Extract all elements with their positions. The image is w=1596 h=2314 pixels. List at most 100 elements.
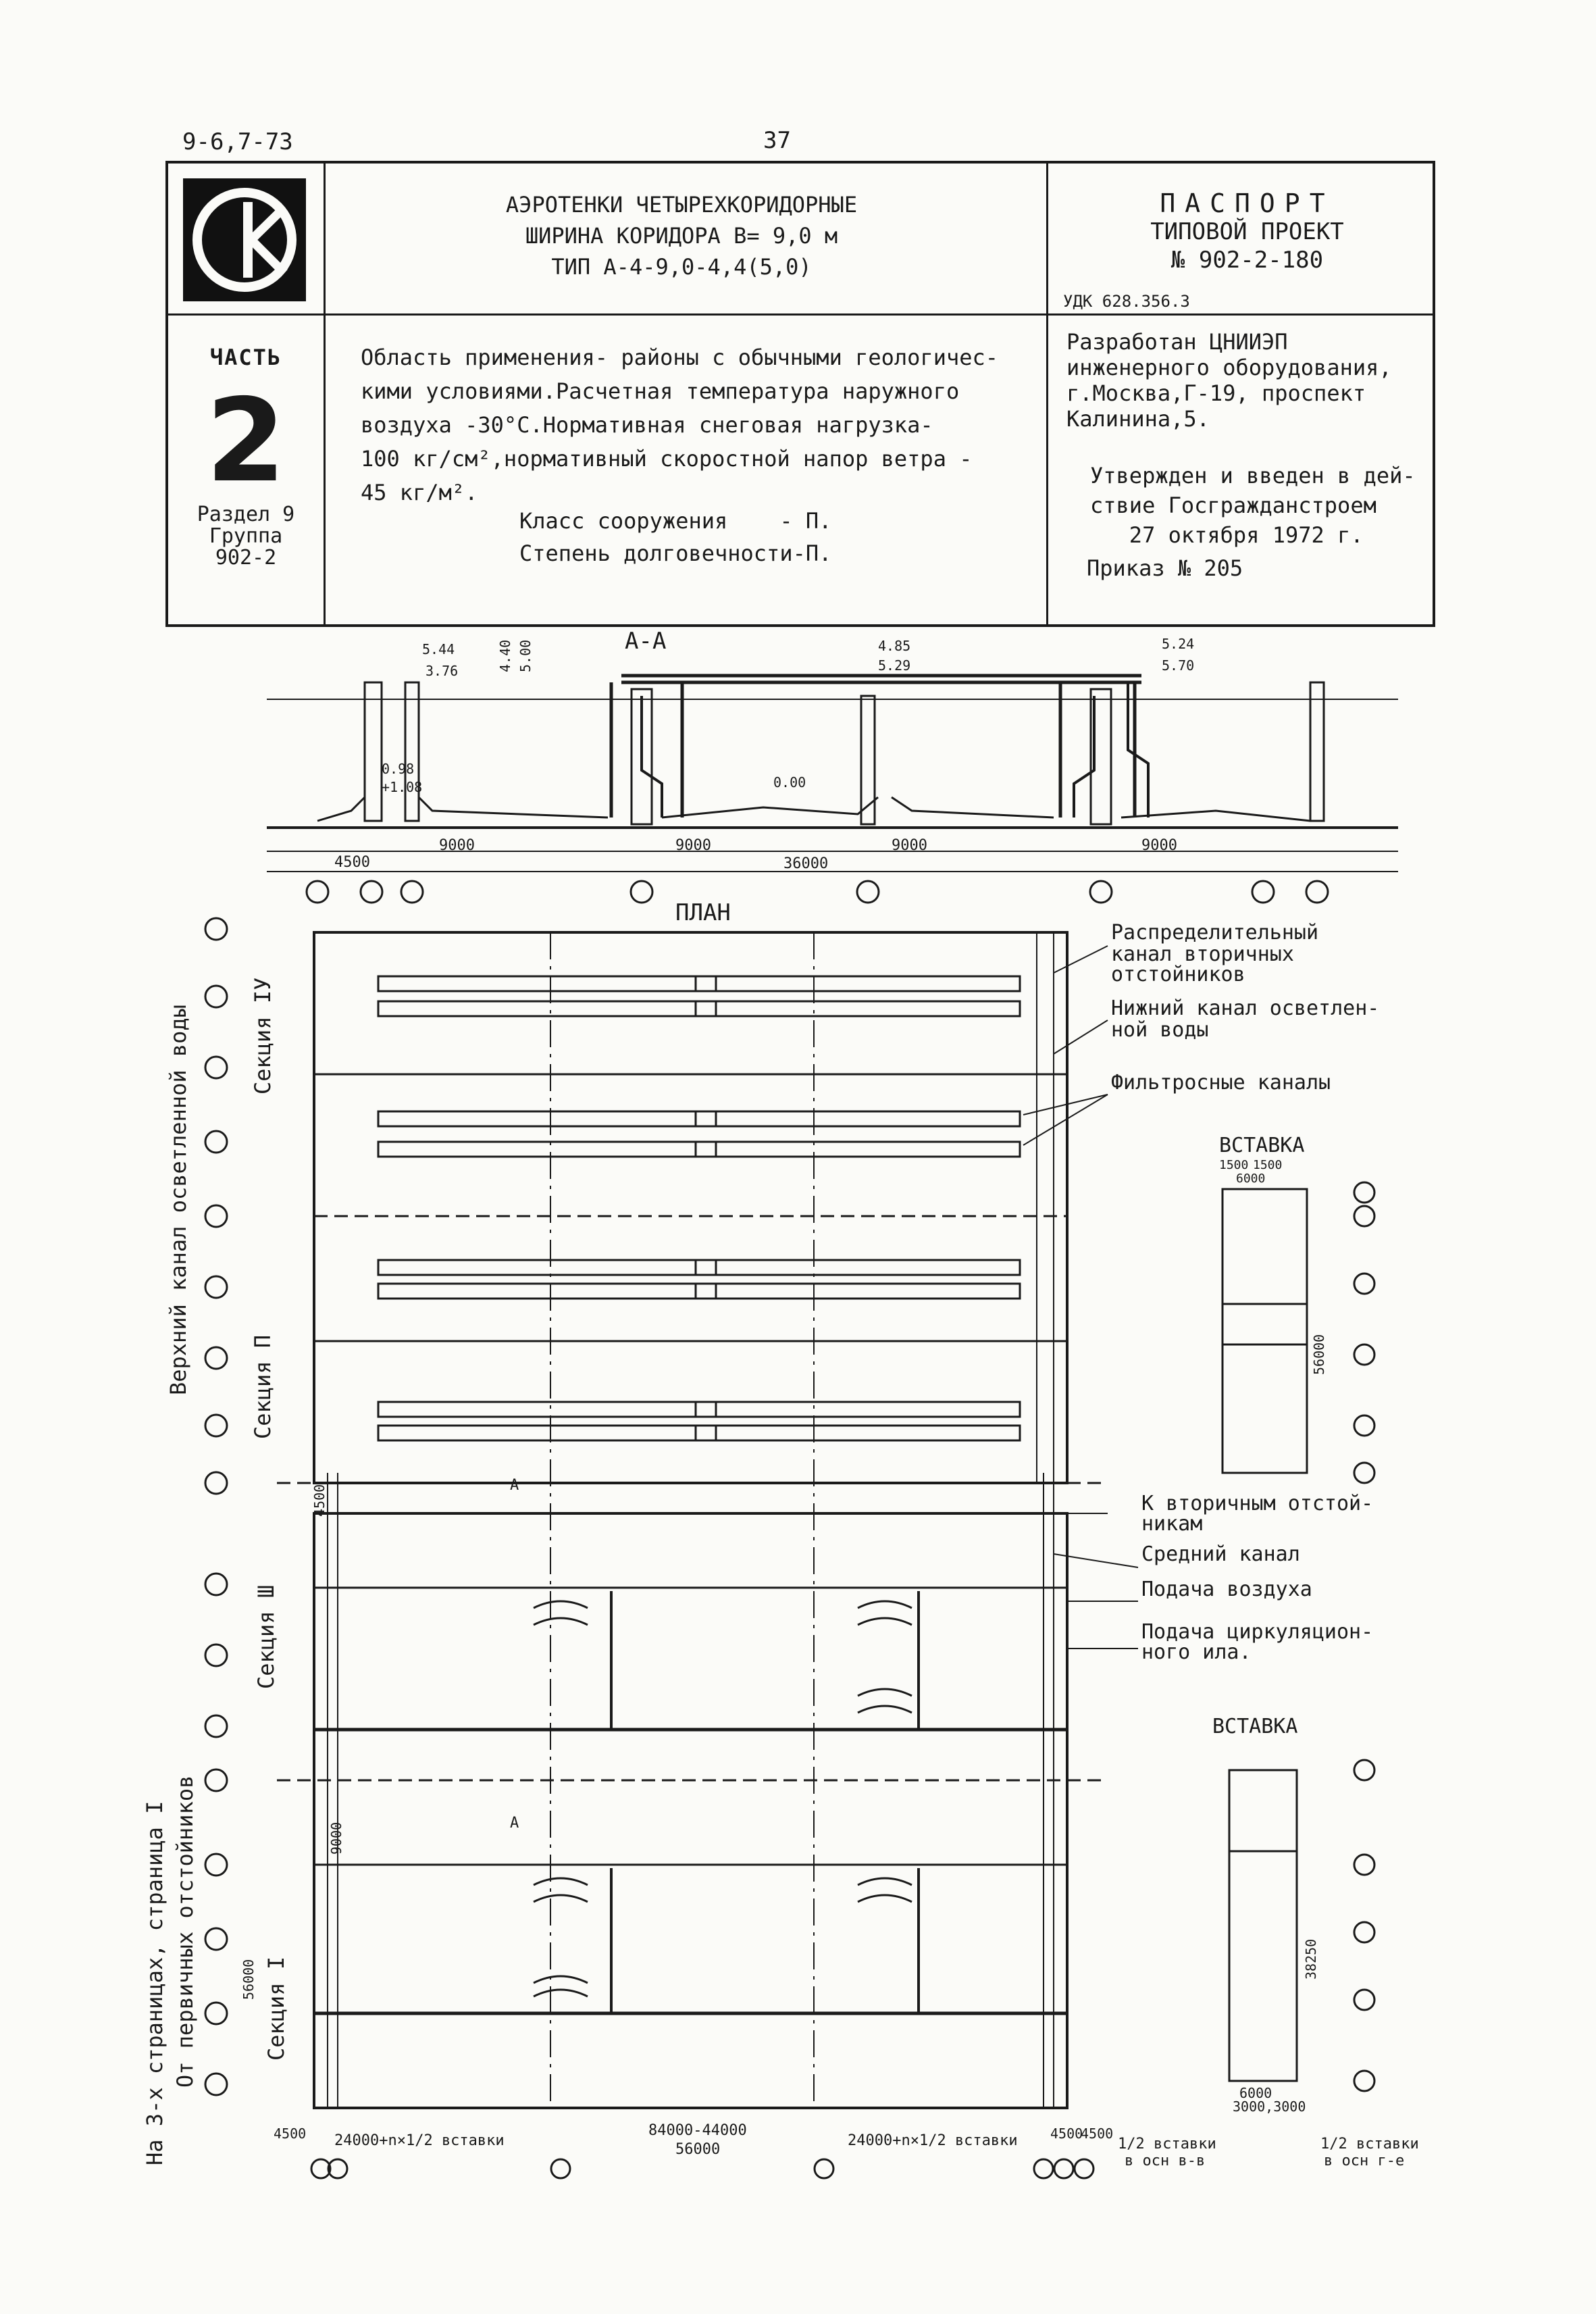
filter-channel	[694, 1259, 1021, 1276]
insert-title: ВСТАВКА	[1219, 1134, 1304, 1157]
leader-line	[1053, 945, 1108, 974]
plan-dim: 9000	[328, 1822, 344, 1855]
project-title: АЭРОТЕНКИ ЧЕТЫРЕХКОРИДОРНЫЕ ШИРИНА КОРИД…	[317, 189, 1046, 282]
plan-dim: 4500	[311, 1484, 328, 1517]
insert-body	[1228, 1769, 1298, 2082]
insert-caption: 1/2 вставки	[1118, 2136, 1216, 2153]
insert-dim: 3000,3000	[1233, 2098, 1306, 2115]
axis-bubble	[204, 984, 228, 1009]
axis-bubble	[1353, 1343, 1376, 1366]
axis-bubble	[550, 2158, 571, 2180]
axis-bubble	[204, 1204, 228, 1228]
callout-text: ного ила.	[1141, 1640, 1252, 1664]
filter-channel	[377, 1000, 717, 1017]
axis-bubble	[1353, 1988, 1376, 2011]
developer-line: инженерного оборудования,	[1066, 355, 1392, 380]
air-riser	[610, 1591, 920, 2013]
level-mark: 0.00	[773, 774, 806, 790]
insert-body	[1221, 1188, 1308, 1474]
udk-code: УДК 628.356.3	[1063, 292, 1190, 311]
insert-dim: 38250	[1303, 1939, 1319, 1980]
axis-bubble	[204, 1853, 228, 1877]
dim-label: 36000	[783, 855, 828, 872]
page-number: 37	[763, 127, 791, 154]
project-title-line: ШИРИНА КОРИДОРА В= 9,0 м	[525, 223, 838, 249]
rotated-label: От первичных отстойников	[172, 1776, 198, 2088]
rotated-label: Секция I	[263, 1957, 289, 2061]
filter-channel	[377, 1259, 717, 1276]
axis-bubble	[204, 1275, 228, 1299]
plan-rotated-labels: Верхний канал осветленной воды Секция IУ…	[142, 978, 289, 2165]
class-line: Степень долговечности-П.	[519, 540, 832, 566]
callout-text: канал вторичных	[1111, 942, 1294, 966]
description-line: воздуха -30°С.Нормативная снеговая нагру…	[361, 412, 933, 438]
rotated-label: Секция П	[250, 1335, 276, 1439]
leader-line	[1053, 1020, 1108, 1055]
insert-caption: 1/2 вставки	[1320, 2136, 1419, 2153]
level-mark: 5.44	[422, 641, 455, 657]
axis-bubble	[1033, 2158, 1054, 2180]
insert-title: ВСТАВКА	[1212, 1715, 1297, 1738]
part-sub-line: 902-2	[215, 546, 277, 570]
callout-text: Подача циркуляцион-	[1141, 1620, 1373, 1644]
insert-dim: 6000	[1239, 2085, 1272, 2101]
section-wall	[1089, 688, 1112, 826]
level-mark: 0.98	[382, 761, 414, 777]
axis-bubble	[1073, 2158, 1095, 2180]
plan-dim: 4500	[1050, 2126, 1083, 2142]
lower-tank-block	[313, 1512, 1069, 2109]
rotated-label: На 3-х страницах, страница I	[142, 1801, 168, 2165]
section-air-pipe	[1073, 696, 1096, 818]
axis-bubble	[1353, 1205, 1376, 1228]
rotated-label: Верхний канал осветленной воды	[165, 1005, 191, 1395]
level-mark: 3.76	[426, 663, 458, 679]
dim-label: 4500	[334, 854, 370, 871]
callout-text: ной воды	[1111, 1018, 1209, 1042]
leader-line	[1053, 1553, 1139, 1568]
axis-bubble	[204, 1346, 228, 1370]
leader-line	[1023, 1094, 1108, 1146]
axis-bubble	[204, 1055, 228, 1080]
callout-text: Средний канал	[1141, 1542, 1300, 1566]
axis-bubble	[204, 2072, 228, 2096]
dim-label: 9000	[439, 837, 475, 854]
axis-bubble	[1353, 1921, 1376, 1944]
leader-line	[1023, 1094, 1108, 1115]
plan-dim: 84000-44000	[648, 2122, 747, 2139]
plan-dim: 24000+n×1/2 вставки	[848, 2132, 1018, 2149]
filter-channel	[377, 1401, 717, 1418]
class-line: Класс сооружения - П.	[519, 508, 832, 534]
filter-channel	[694, 1110, 1021, 1128]
passport-heading: ПАСПОРТ ТИПОВОЙ ПРОЕКТ № 902-2-180	[1056, 189, 1438, 274]
axis-bubble	[629, 880, 654, 904]
developer-line: Разработан ЦНИИЭП	[1066, 329, 1288, 355]
callout-text: отстойников	[1111, 963, 1245, 986]
dim-label: 9000	[1141, 837, 1177, 854]
section-air-pipe	[1127, 682, 1150, 818]
callout-leaders	[1023, 945, 1139, 1649]
insert-lower: ВСТАВКА 38250 6000 3000,3000	[1212, 1715, 1376, 2115]
description-line: 45 кг/м².	[361, 480, 478, 505]
insert-dim: 6000	[1236, 1172, 1265, 1186]
insert-caption: в осн в-в	[1125, 2153, 1205, 2169]
approval-info: Утвержден и введен в дей- ствие Госгражд…	[1090, 461, 1435, 550]
filter-channel	[694, 1424, 1021, 1442]
section-pipes	[609, 682, 1137, 818]
section-walkway	[621, 674, 1141, 684]
level-mark: 4.85	[878, 638, 910, 654]
rotated-label: Секция IУ	[250, 978, 276, 1095]
dim-label: 9000	[675, 837, 711, 854]
callout-text: Подача воздуха	[1141, 1578, 1312, 1601]
description-line: 100 кг/см²,нормативный скоростной напор …	[361, 446, 973, 472]
axis-bubble	[1089, 880, 1113, 904]
part-label: ЧАСТЬ	[209, 345, 282, 370]
level-mark: +1.08	[382, 779, 422, 795]
filter-channel	[694, 975, 1021, 992]
filter-channel	[377, 1424, 717, 1442]
axis-bubble	[204, 1471, 228, 1495]
axis-bubble	[204, 1714, 228, 1738]
axis-bubble	[1353, 2069, 1376, 2092]
insert-caption: в осн г-е	[1324, 2153, 1404, 2169]
part-sub-line: Группа	[209, 524, 283, 548]
filter-channel	[694, 1140, 1021, 1158]
